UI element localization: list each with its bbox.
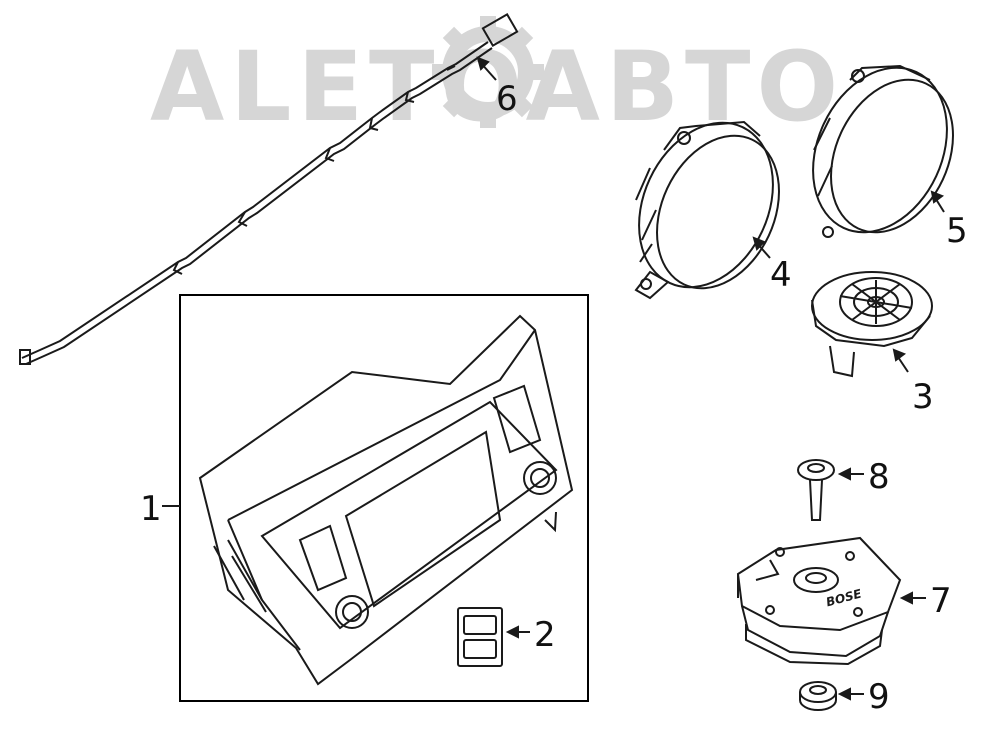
assembly-frame (179, 294, 589, 702)
washer-9 (799, 681, 837, 711)
callout-1: 1 (140, 489, 162, 529)
callout-3: 3 (912, 377, 934, 417)
gear-icon (432, 16, 544, 128)
callout-numbers: 1 2 3 4 5 6 7 8 9 (140, 79, 968, 717)
speaker-4 (634, 120, 780, 300)
callout-7: 7 (930, 581, 952, 621)
watermark: ALETOABTO (150, 16, 838, 143)
head-unit (198, 314, 574, 686)
tweeter-3 (811, 271, 933, 378)
callout-8: 8 (868, 457, 890, 497)
callout-4: 4 (770, 255, 792, 295)
callout-5: 5 (946, 211, 968, 251)
callout-6: 6 (496, 79, 518, 119)
bolt-8 (797, 459, 835, 521)
speaker-5 (812, 64, 954, 238)
callout-9: 9 (868, 677, 890, 717)
switch-module (457, 607, 503, 667)
subwoofer-7: BOSE (736, 536, 902, 666)
wiring-harness (19, 12, 519, 365)
leader-lines (162, 56, 945, 701)
callout-2: 2 (534, 615, 556, 655)
